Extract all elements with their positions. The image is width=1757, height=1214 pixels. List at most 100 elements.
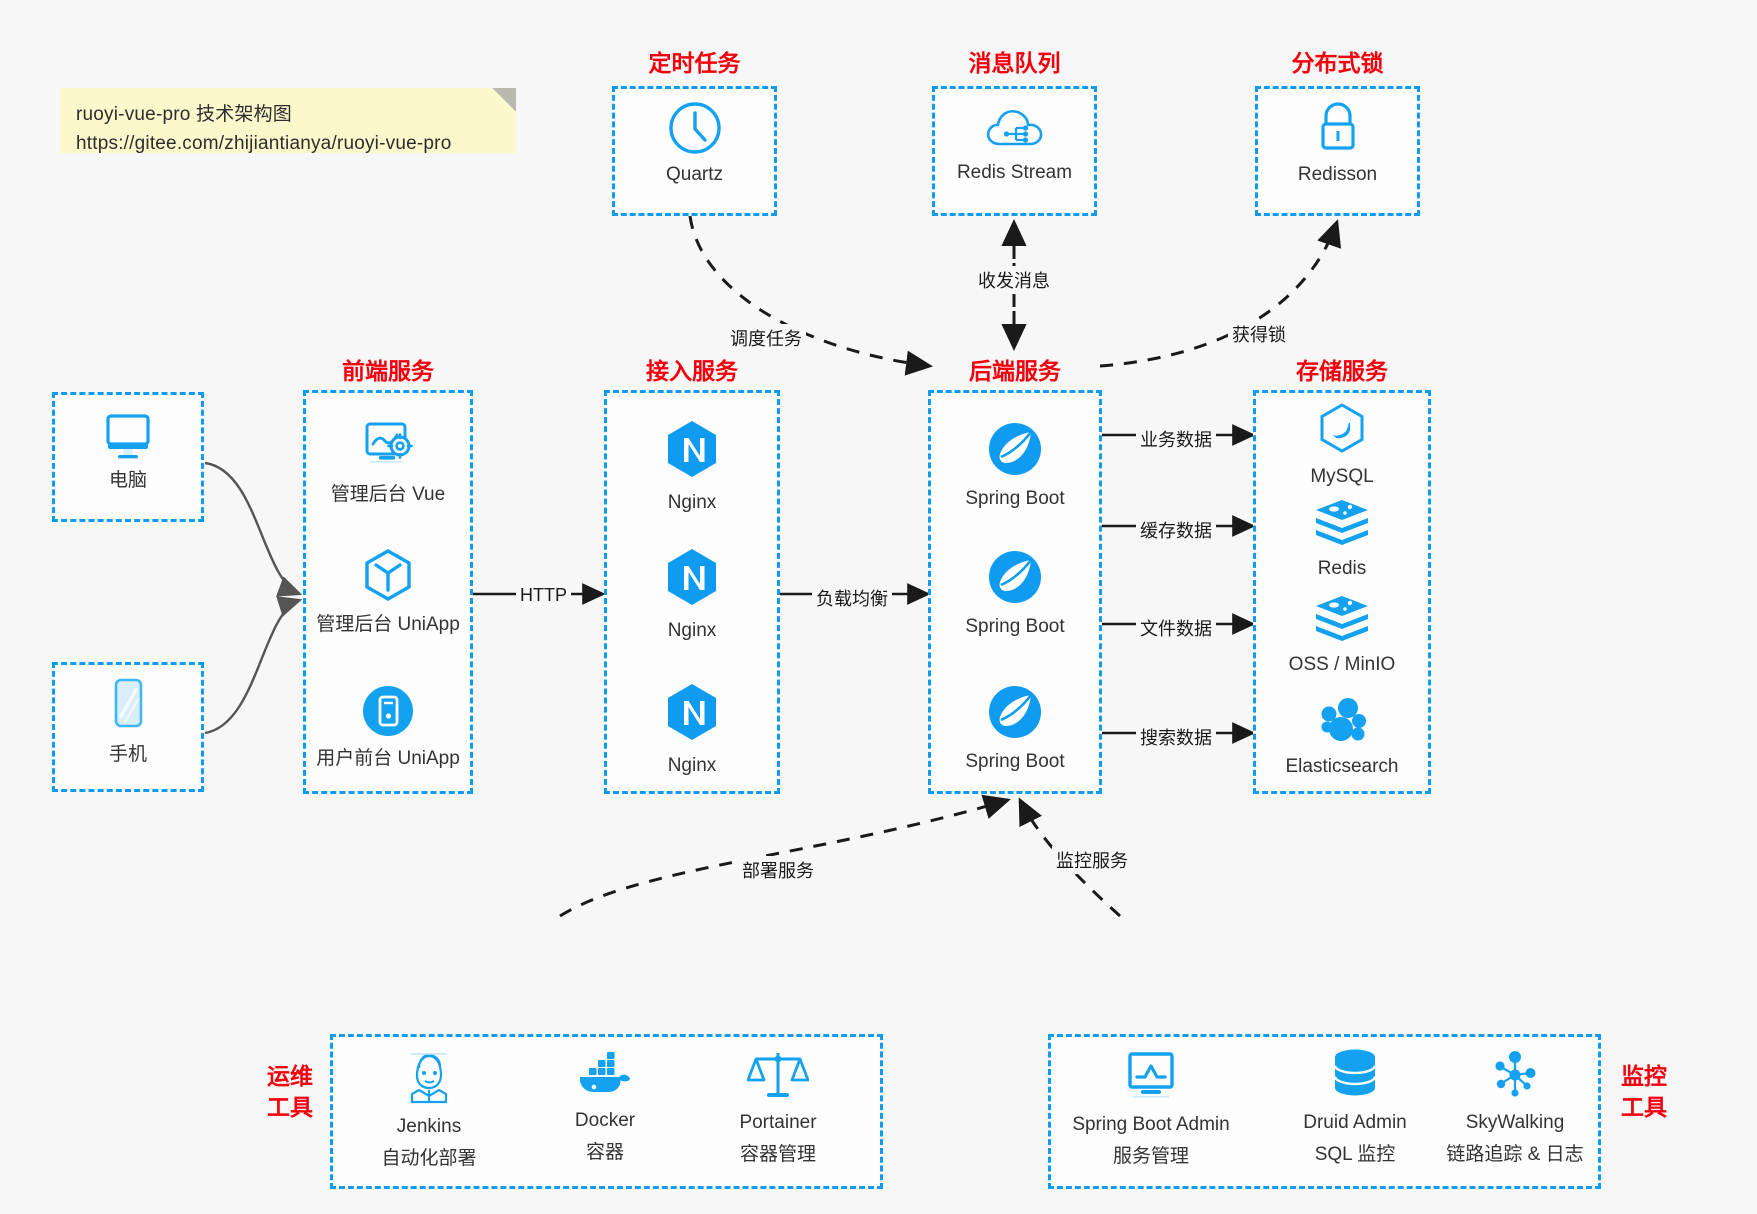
group-title-scheduled-task: 定时任务 (648, 51, 741, 77)
node-label: Nginx (667, 620, 717, 641)
node-nginx-3[interactable]: Nginx (604, 681, 780, 779)
edge-label-cache-data: 缓存数据 (1136, 516, 1216, 544)
node-label: Redis Stream (956, 162, 1073, 183)
mobile-phone-icon (114, 678, 143, 728)
node-elasticsearch[interactable]: Elasticsearch (1253, 694, 1431, 780)
node-label: MySQL (1310, 466, 1374, 487)
node-sublabel: 服务管理 (1112, 1145, 1189, 1167)
node-label: Redis (1317, 558, 1367, 579)
node-spring-boot-1[interactable]: Spring Boot (928, 418, 1102, 512)
clock-icon (668, 102, 721, 154)
node-portainer[interactable]: Portainer 容器管理 (690, 1046, 866, 1167)
node-label: 用户前台 UniApp (316, 748, 460, 769)
node-nginx-1[interactable]: Nginx (604, 418, 780, 516)
nginx-icon (668, 684, 716, 740)
nginx-icon (668, 421, 716, 477)
group-title-frontend: 前端服务 (342, 359, 434, 385)
node-label: Quartz (665, 164, 724, 185)
edge-label-deploy-service: 部署服务 (738, 856, 818, 884)
monitoring-title-line2: 工具 (1621, 1095, 1667, 1122)
elasticsearch-icon (1321, 698, 1366, 741)
edge-label-search-data: 搜索数据 (1136, 723, 1216, 751)
group-title-gateway: 接入服务 (646, 359, 738, 385)
node-sublabel: SQL 监控 (1314, 1143, 1396, 1165)
node-spring-boot-admin[interactable]: Spring Boot Admin 服务管理 (1048, 1048, 1254, 1169)
node-desktop[interactable]: 电脑 (52, 408, 204, 494)
node-spring-boot-3[interactable]: Spring Boot (928, 681, 1102, 775)
node-sublabel: 链路追踪 & 日志 (1446, 1143, 1584, 1165)
node-label: Elasticsearch (1285, 756, 1399, 777)
dashboard-settings-icon (365, 422, 413, 463)
app-window-icon (363, 686, 413, 736)
note-fold-corner (492, 88, 516, 112)
edge-label-schedule-task: 调度任务 (726, 324, 806, 352)
node-label: Druid Admin (1303, 1112, 1407, 1133)
node-sublabel: 自动化部署 (381, 1147, 477, 1169)
node-nginx-2[interactable]: Nginx (604, 546, 780, 644)
node-label: Redisson (1297, 164, 1378, 185)
node-label: Spring Boot (965, 488, 1065, 509)
node-label: Jenkins (396, 1116, 462, 1137)
node-druid-admin[interactable]: Druid Admin SQL 监控 (1270, 1046, 1440, 1167)
edge-label-load-balance: 负载均衡 (812, 584, 892, 612)
scales-balance-icon (747, 1053, 809, 1097)
node-user-uniapp[interactable]: 用户前台 UniApp (303, 682, 473, 772)
spring-boot-icon (989, 551, 1041, 603)
note-line-url: https://gitee.com/zhijiantianya/ruoyi-vu… (76, 133, 452, 155)
group-title-distributed-lock: 分布式锁 (1291, 51, 1384, 77)
edge-label-send-receive-msg: 收发消息 (974, 266, 1054, 294)
spring-boot-icon (989, 423, 1041, 475)
skywalking-nodes-icon (1495, 1051, 1536, 1097)
jenkins-butler-icon (410, 1053, 448, 1104)
devops-title-line1: 运维 (267, 1064, 313, 1090)
note-line-title: ruoyi-vue-pro 技术架构图 (76, 104, 293, 125)
node-admin-uniapp[interactable]: 管理后台 UniApp (303, 546, 473, 638)
diagram-note: ruoyi-vue-pro 技术架构图 https://gitee.com/zh… (60, 88, 516, 154)
group-title-backend: 后端服务 (969, 359, 1061, 385)
node-skywalking[interactable]: SkyWalking 链路追踪 & 日志 (1428, 1046, 1602, 1167)
node-label: SkyWalking (1465, 1112, 1565, 1133)
node-label: OSS / MinIO (1288, 654, 1396, 675)
node-mysql[interactable]: MySQL (1253, 402, 1431, 490)
edge-label-file-data: 文件数据 (1136, 614, 1216, 642)
node-spring-boot-2[interactable]: Spring Boot (928, 546, 1102, 640)
edge-label-http: HTTP (516, 584, 571, 607)
node-label: Spring Boot Admin (1072, 1114, 1230, 1135)
redis-stack-icon (1316, 500, 1368, 545)
edge-label-monitor-service: 监控服务 (1052, 846, 1132, 874)
group-box-monitoring (1048, 1034, 1601, 1189)
group-title-monitoring: 监控 工具 (1612, 1062, 1676, 1124)
node-label: Docker (574, 1110, 636, 1131)
desktop-monitor-icon (106, 414, 150, 459)
hexagon-cube-icon (365, 549, 411, 601)
node-quartz[interactable]: Quartz (612, 100, 777, 188)
node-label: 手机 (108, 744, 147, 765)
node-label: 管理后台 Vue (330, 484, 446, 505)
object-storage-icon (1316, 596, 1368, 641)
cloud-stream-icon (986, 109, 1042, 146)
node-redisson[interactable]: Redisson (1255, 100, 1420, 188)
node-oss-minio[interactable]: OSS / MinIO (1253, 594, 1431, 678)
node-docker[interactable]: Docker 容器 (520, 1050, 690, 1165)
node-jenkins[interactable]: Jenkins 自动化部署 (344, 1046, 514, 1171)
node-label: 电脑 (108, 470, 147, 491)
node-admin-vue[interactable]: 管理后台 Vue (303, 418, 473, 508)
lock-icon (1320, 102, 1355, 150)
node-redis[interactable]: Redis (1253, 498, 1431, 582)
node-label: Spring Boot (965, 751, 1065, 772)
spring-boot-icon (989, 686, 1041, 738)
monitoring-title-line1: 监控 (1621, 1064, 1667, 1090)
docker-whale-icon (580, 1052, 630, 1092)
node-mobile[interactable]: 手机 (52, 676, 204, 768)
node-label: Nginx (667, 492, 717, 513)
database-cylinder-icon (1333, 1049, 1377, 1096)
group-title-message-queue: 消息队列 (968, 51, 1061, 77)
mysql-dolphin-icon (1320, 403, 1364, 453)
group-box-message-queue (932, 86, 1097, 216)
devops-title-line2: 工具 (267, 1095, 313, 1122)
node-redis-stream[interactable]: Redis Stream (932, 104, 1097, 186)
node-label: 管理后台 UniApp (316, 614, 460, 635)
monitor-chart-icon (1128, 1052, 1174, 1098)
edge-label-acquire-lock: 获得锁 (1228, 320, 1290, 348)
